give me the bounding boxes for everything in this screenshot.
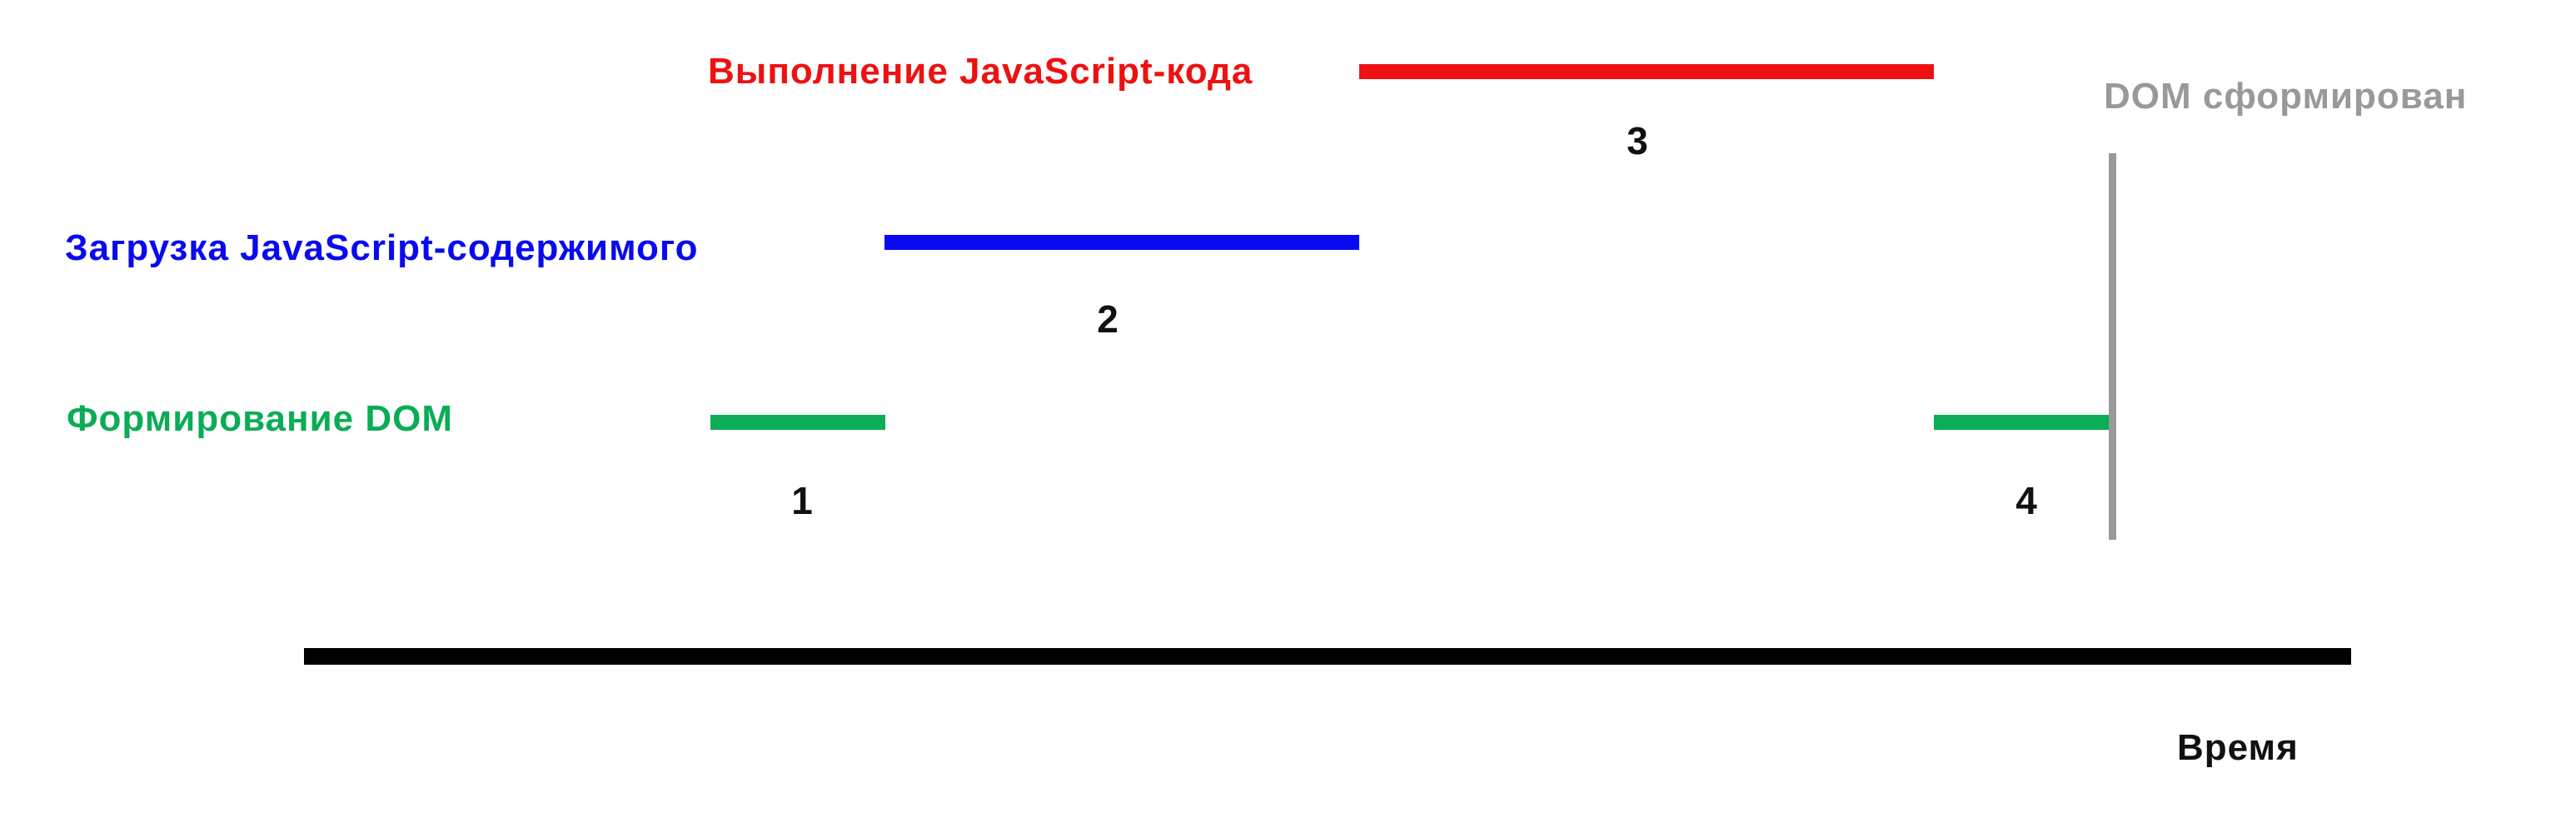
segment-bar-js-loading (884, 235, 1359, 250)
label-js-loading: Загрузка JavaScript-содержимого (65, 227, 699, 268)
segment-number-2: 2 (1097, 297, 1119, 341)
segment-number-4: 4 (2015, 479, 2037, 522)
dom-ready-marker-line (2109, 153, 2116, 540)
segment-number-1: 1 (791, 479, 813, 522)
segment-bar-dom-building-1 (710, 415, 885, 430)
label-dom-ready: DOM сформирован (2104, 76, 2468, 117)
label-dom-building: Формирование DOM (67, 398, 453, 439)
time-axis-label: Время (2177, 727, 2299, 768)
segment-bar-js-execution (1359, 64, 1934, 79)
time-axis-line (304, 648, 2351, 665)
label-js-execution: Выполнение JavaScript-кода (708, 51, 1253, 92)
segment-number-3: 3 (1627, 119, 1648, 162)
segment-bar-dom-building-2 (1934, 415, 2110, 430)
